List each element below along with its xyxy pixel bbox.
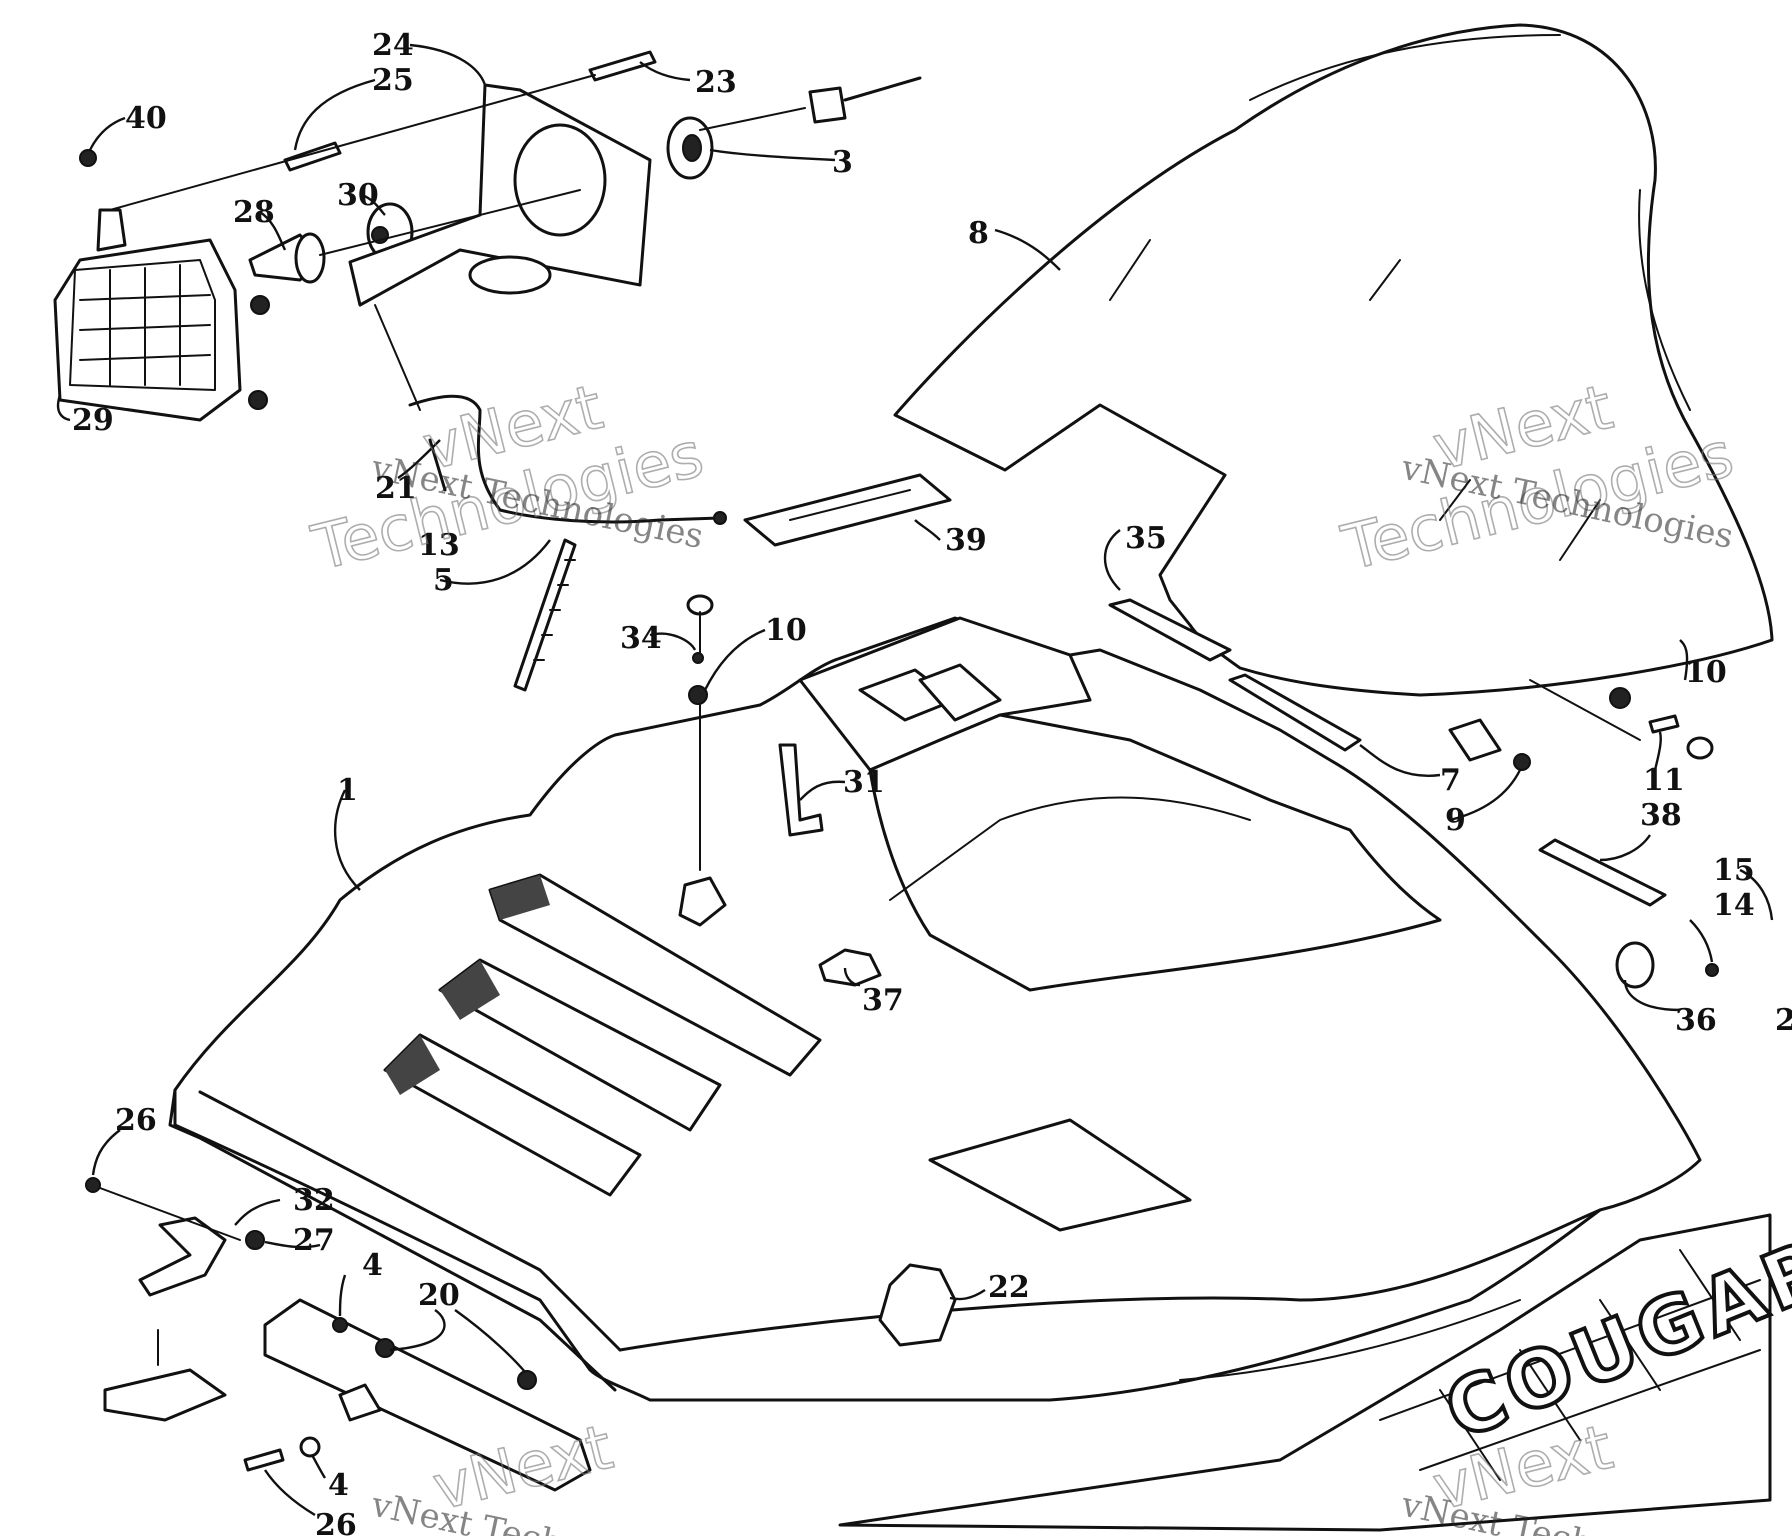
label-10b: 10 [1685, 655, 1727, 690]
label-1: 1 [337, 773, 358, 808]
screw-26b [243, 1448, 285, 1472]
label-32: 32 [293, 1183, 335, 1218]
patches [818, 948, 957, 1347]
label-40: 40 [125, 101, 167, 136]
label-8: 8 [968, 216, 989, 251]
label-21: 21 [375, 471, 417, 506]
leader-lines [56, 43, 1774, 1517]
label-15: 15 [1713, 853, 1755, 888]
label-24: 24 [372, 28, 414, 63]
bumper-bracket-32 [138, 1216, 227, 1297]
headlight-29 [53, 208, 270, 422]
label-35: 35 [1125, 521, 1167, 556]
label-2-partial: 2 [1775, 1003, 1792, 1038]
cable-5 [513, 538, 577, 692]
label-29: 29 [72, 403, 114, 438]
label-30: 30 [337, 178, 379, 213]
label-22: 22 [988, 1270, 1030, 1305]
small-plate [338, 1383, 382, 1422]
nut-20b [517, 1370, 537, 1390]
grommet-3 [666, 116, 714, 180]
hinge-31 [778, 743, 824, 837]
label-36: 36 [1675, 1003, 1717, 1038]
label-28: 28 [233, 195, 275, 230]
callout-labels: 24 25 23 40 3 30 28 8 29 21 13 39 35 5 3… [72, 28, 1792, 1536]
headlight-bracket-24 [348, 83, 652, 307]
bulb-28 [248, 232, 326, 284]
fasteners-right [1448, 679, 1719, 989]
bumper-bar [263, 1298, 592, 1492]
label-38: 38 [1640, 798, 1682, 833]
label-37: 37 [862, 983, 904, 1018]
label-20: 20 [418, 1278, 460, 1313]
label-5: 5 [433, 563, 454, 598]
hood [168, 616, 1702, 1402]
label-4a: 4 [362, 1248, 383, 1283]
label-3: 3 [832, 145, 853, 180]
axis-line [319, 189, 581, 256]
nut-20a [375, 1338, 395, 1358]
label-31: 31 [843, 765, 885, 800]
label-27: 27 [293, 1223, 335, 1258]
decal-35 [1108, 598, 1232, 662]
axis-line [109, 74, 596, 211]
label-14: 14 [1713, 888, 1755, 923]
label-11: 11 [1643, 763, 1685, 798]
label-13: 13 [418, 528, 460, 563]
label-7: 7 [1440, 763, 1461, 798]
label-26b: 26 [315, 1508, 357, 1536]
bolt-23 [588, 50, 657, 82]
windshield [893, 23, 1774, 697]
axis-line [374, 304, 421, 411]
strip-7 [1228, 673, 1362, 752]
label-10a: 10 [765, 613, 807, 648]
axis-line [699, 107, 806, 131]
label-34: 34 [620, 621, 662, 656]
label-4b: 4 [328, 1468, 349, 1503]
label-9: 9 [1445, 803, 1466, 838]
nut-27 [245, 1230, 265, 1250]
washer-4b [299, 1436, 321, 1458]
screw-26a [85, 1177, 101, 1193]
label-23: 23 [695, 65, 737, 100]
label-26a: 26 [115, 1103, 157, 1138]
decal-38 [1538, 838, 1667, 907]
screw-25 [283, 141, 342, 172]
block [103, 1368, 227, 1422]
decal-39 [743, 473, 952, 547]
label-39: 39 [945, 523, 987, 558]
nut-40 [79, 149, 97, 167]
axis-line [99, 1187, 241, 1241]
washer-4a [332, 1317, 348, 1333]
connector [808, 76, 922, 124]
mount-34-10 [678, 594, 727, 927]
label-25: 25 [372, 63, 414, 98]
